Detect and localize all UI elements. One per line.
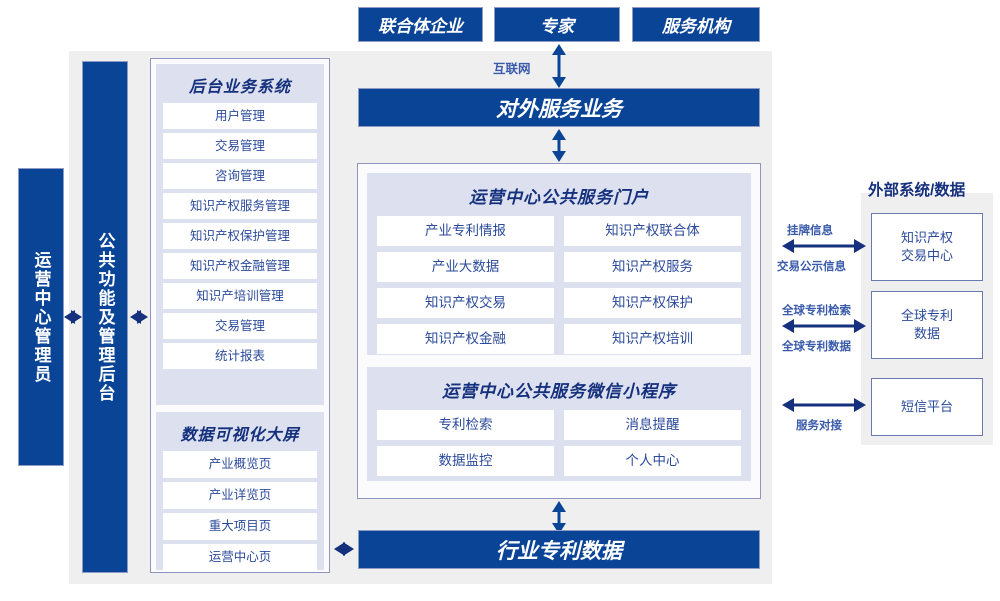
global-patent-down-label: 全球专利数据 [782, 341, 851, 353]
dashboard-item[interactable]: 产业概览页 [163, 451, 317, 478]
ip-exchange-connector-arrow [782, 239, 866, 253]
internet-label: 互联网 [493, 62, 531, 76]
backend-item[interactable]: 知识产权服务管理 [163, 193, 317, 219]
miniprogram-item-grid: 专利检索 消息提醒 数据监控 个人中心 [377, 410, 741, 476]
sms-connector-label: 服务对接 [796, 420, 842, 432]
dashboard-item[interactable]: 重大项目页 [163, 513, 317, 540]
dashboard-item-list: 产业概览页 产业详览页 重大项目页 运营中心页 [163, 451, 317, 571]
backend-item[interactable]: 交易管理 [163, 313, 317, 339]
industry-patent-data-bar[interactable]: 行业专利数据 [358, 530, 760, 569]
backend-group-title: 后台业务系统 [188, 79, 291, 96]
actor-box-expert[interactable]: 专家 [494, 7, 620, 42]
external-systems-title: 外部系统/数据 [868, 182, 966, 199]
external-box-global-patent-data[interactable]: 全球专利 数据 [871, 291, 983, 359]
ip-exchange-up-label: 挂牌信息 [787, 225, 833, 237]
actor-box-service-org[interactable]: 服务机构 [632, 7, 760, 42]
portal-item[interactable]: 知识产权交易 [377, 288, 554, 318]
backend-item[interactable]: 咨询管理 [163, 163, 317, 189]
portal-item[interactable]: 知识产权服务 [564, 252, 741, 282]
backend-item[interactable]: 知识产权金融管理 [163, 253, 317, 279]
actor-box-consortium[interactable]: 联合体企业 [358, 7, 483, 42]
role-bar-common-function-backend[interactable]: 公共功能及管理后台 [82, 61, 128, 573]
backend-item[interactable]: 用户管理 [163, 103, 317, 129]
role-label-admin: 运营中心管理员 [31, 250, 51, 384]
global-patent-connector-arrow [782, 319, 866, 333]
backend-to-systems-arrow [130, 310, 148, 324]
portal-item[interactable]: 产业大数据 [377, 252, 554, 282]
global-patent-up-label: 全球专利检索 [782, 305, 851, 317]
backend-item-list: 用户管理 交易管理 咨询管理 知识产权服务管理 知识产权保护管理 知识产权金融管… [163, 103, 317, 369]
admin-backend-arrow [64, 310, 82, 324]
role-bar-operation-center-admin[interactable]: 运营中心管理员 [18, 168, 64, 466]
external-box-label: 知识产权 交易中心 [900, 229, 953, 263]
portal-item[interactable]: 知识产权金融 [377, 324, 554, 354]
portal-to-industry-data-arrow [552, 501, 566, 534]
backend-to-industry-data-arrow [334, 542, 354, 556]
portal-group: 运营中心公共服务门户 产业专利情报 知识产权联合体 产业大数据 知识产权服务 知… [367, 173, 751, 355]
portal-item[interactable]: 产业专利情报 [377, 216, 554, 246]
backend-item[interactable]: 交易管理 [163, 133, 317, 159]
dashboard-item[interactable]: 产业详览页 [163, 482, 317, 509]
backend-business-group: 后台业务系统 用户管理 交易管理 咨询管理 知识产权服务管理 知识产权保护管理 … [156, 64, 324, 405]
public-service-container: 运营中心公共服务门户 产业专利情报 知识产权联合体 产业大数据 知识产权服务 知… [357, 163, 761, 499]
external-service-business-bar[interactable]: 对外服务业务 [358, 88, 760, 127]
miniprogram-item[interactable]: 个人中心 [564, 446, 741, 476]
miniprogram-item[interactable]: 消息提醒 [564, 410, 741, 440]
portal-title: 运营中心公共服务门户 [469, 188, 649, 207]
dashboard-item[interactable]: 运营中心页 [163, 544, 317, 571]
external-box-label: 全球专利 数据 [900, 307, 953, 341]
miniprogram-group: 运营中心公共服务微信小程序 专利检索 消息提醒 数据监控 个人中心 [367, 367, 751, 481]
backend-item[interactable]: 统计报表 [163, 343, 317, 369]
miniprogram-item[interactable]: 数据监控 [377, 446, 554, 476]
dashboard-group: 数据可视化大屏 产业概览页 产业详览页 重大项目页 运营中心页 [156, 412, 324, 571]
internet-arrow [552, 44, 566, 88]
external-box-sms-platform[interactable]: 短信平台 [871, 378, 983, 436]
sms-connector-arrow [782, 398, 866, 412]
external-box-label: 短信平台 [900, 398, 953, 414]
portal-item-grid: 产业专利情报 知识产权联合体 产业大数据 知识产权服务 知识产权交易 知识产权保… [377, 216, 741, 354]
service-to-portal-arrow [552, 129, 566, 162]
role-label-backend: 公共功能及管理后台 [95, 231, 115, 403]
miniprogram-title: 运营中心公共服务微信小程序 [442, 382, 676, 401]
portal-item[interactable]: 知识产权培训 [564, 324, 741, 354]
ip-exchange-down-label: 交易公示信息 [777, 261, 846, 273]
portal-item[interactable]: 知识产权联合体 [564, 216, 741, 246]
backend-item[interactable]: 知识产培训管理 [163, 283, 317, 309]
backend-item[interactable]: 知识产权保护管理 [163, 223, 317, 249]
backend-systems-panel: 后台业务系统 用户管理 交易管理 咨询管理 知识产权服务管理 知识产权保护管理 … [150, 58, 330, 573]
miniprogram-item[interactable]: 专利检索 [377, 410, 554, 440]
portal-item[interactable]: 知识产权保护 [564, 288, 741, 318]
dashboard-group-title: 数据可视化大屏 [180, 427, 300, 444]
external-box-ip-exchange-center[interactable]: 知识产权 交易中心 [871, 213, 983, 281]
